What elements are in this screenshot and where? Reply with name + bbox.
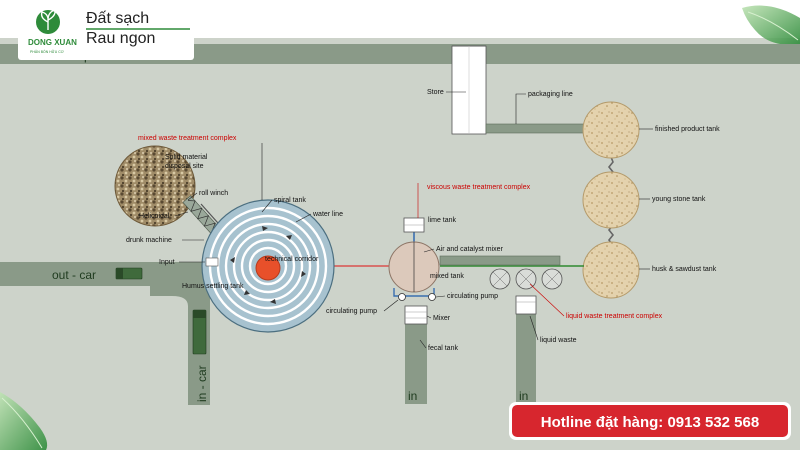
water-line-leader (295, 213, 312, 223)
humus-settling-label: Humus settling tank (182, 283, 244, 290)
diagram-background (0, 38, 800, 450)
in-left-label: in (408, 389, 417, 403)
drunk-machine-label: drunk machine (126, 237, 172, 244)
export-road (0, 44, 800, 64)
roll-winch-label: roll winch (199, 190, 228, 197)
solid-material-label-2: disposal site (165, 163, 204, 170)
mixer-leader (426, 315, 432, 319)
circulating-pump-label-right: circulating pump (447, 293, 498, 300)
helicoidal-leader (174, 211, 189, 217)
mixed-tank-label: mixed tank (430, 273, 464, 280)
viscous-complex-label: viscous waste treatment complex (427, 184, 531, 191)
hotline-text: Hotline đặt hàng: 0913 532 568 (541, 414, 759, 431)
liquid-treatment-tanks (489, 268, 563, 290)
tank-column (582, 101, 640, 299)
hotline-banner[interactable]: Hotline đặt hàng: 0913 532 568 (509, 402, 791, 440)
finished-product-tank-label: finished product tank (655, 126, 720, 133)
young-stone-tank (582, 171, 640, 229)
liquid-in-road (516, 300, 536, 404)
roll-winch-leader (187, 192, 198, 201)
solid-material-pile (114, 145, 196, 227)
slogan-line-2: Rau ngon (86, 30, 155, 47)
input-label: Input (159, 259, 175, 266)
circulating-pump-right (428, 293, 436, 301)
solid-material-label-1: Solid material (165, 154, 208, 161)
husk-sawdust-tank-label: husk & sawdust tank (652, 266, 717, 273)
air-catalyst-mixer-label: Air and catalyst mixer (436, 246, 504, 253)
liquid-complex-label: liquid waste treatment complex (566, 313, 663, 320)
technical-corridor-label: technical corridor (265, 256, 319, 263)
circulating-pump-label-left: circulating pump (326, 308, 377, 315)
company-name: DONG XUAN (28, 38, 77, 47)
fecal-in-road (405, 316, 427, 404)
out-car-label: out - car (52, 268, 96, 282)
truck-out (115, 267, 143, 280)
mixed-waste-complex-label: mixed waste treatment complex (138, 135, 237, 142)
hotline-pill (512, 405, 788, 437)
circulating-pump-leader-left (383, 299, 399, 312)
circulating-pump-left (398, 293, 406, 301)
store-label: Store (427, 89, 444, 96)
leaf-corner-top-right (742, 5, 800, 45)
circulating-pump-leader-right (435, 295, 446, 298)
company-tagline: PHÂN BÓN HỮU CƠ (30, 49, 64, 54)
circulation-pipe (393, 288, 435, 297)
leaf-sprout-icon (36, 9, 60, 34)
packaging-line-leader (515, 93, 526, 124)
in-car-label: in - car (195, 365, 209, 402)
liquid-complex-leader (529, 283, 565, 317)
liquid-waste-tank (515, 295, 537, 315)
brand-panel (18, 6, 194, 60)
spiral-tank-label: spiral tank (274, 197, 306, 204)
liquid-waste-label: liquid waste (540, 337, 577, 344)
fecal-tank-label: fecal tank (428, 345, 458, 352)
young-stone-tank-label: young stone tank (652, 196, 706, 203)
liquid-waste-leader (529, 315, 539, 341)
lime-tank-label: lime tank (428, 217, 457, 224)
helicoidal-label: Helicoidal (139, 213, 170, 220)
finished-product-tank (582, 101, 640, 159)
mixer-unit (404, 305, 428, 325)
packaging-line-label: packaging line (528, 91, 573, 98)
air-catalyst-leader (423, 248, 435, 253)
transfer-conveyor (439, 255, 561, 266)
mixer-label: Mixer (433, 315, 451, 322)
in-right-label: in (519, 389, 528, 403)
husk-sawdust-tank (582, 241, 640, 299)
packaging-line-conveyor (485, 123, 587, 134)
water-line-label: water line (312, 211, 343, 218)
slogan-line-1: Đất sạch (86, 10, 149, 27)
truck-in (192, 309, 207, 355)
humus-settling-tank (255, 255, 281, 281)
leaf-corner-bottom-left (0, 392, 48, 450)
fecal-tank-leader (419, 339, 427, 349)
input-hopper (205, 257, 219, 267)
out-car-road (0, 262, 210, 286)
spiral-tank-leader (261, 199, 273, 213)
